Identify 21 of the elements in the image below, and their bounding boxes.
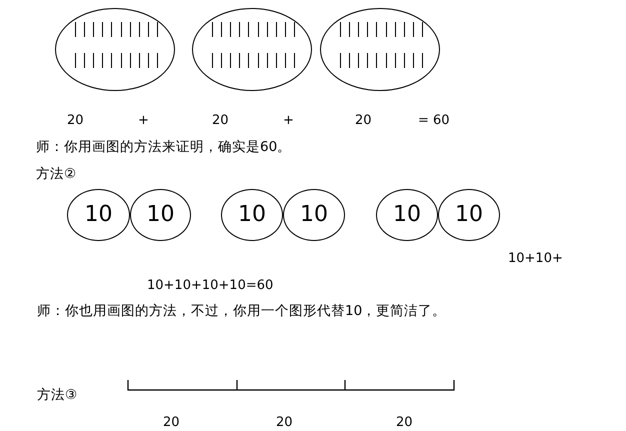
number-label: 20 (163, 416, 180, 428)
equation-text: 10+10+ (508, 252, 563, 264)
method-heading: 方法② (36, 168, 76, 182)
number-label: 20 (355, 114, 372, 126)
method-heading: 方法③ (37, 389, 78, 403)
teacher-remark: 师：你用画图的方法来证明，确实是60。 (36, 141, 292, 155)
number-label: 20 (276, 416, 293, 428)
number-label: 20 (67, 114, 84, 126)
number-text: 10 (300, 204, 328, 226)
number-label: 20 (396, 416, 413, 428)
equation-text: = 60 (418, 114, 450, 126)
number-label: 20 (212, 114, 229, 126)
number-text: 10 (238, 204, 266, 226)
equation-text: 10+10+10+10=60 (147, 278, 274, 292)
number-text: 10 (146, 204, 174, 226)
number-text: 10 (455, 204, 483, 226)
plus-sign: + (138, 114, 149, 126)
number-text: 10 (84, 204, 112, 226)
number-text: 10 (393, 204, 421, 226)
plus-sign: + (283, 114, 294, 126)
teacher-remark: 师：你也用画图的方法，不过，你用一个图形代替10，更简洁了。 (37, 305, 446, 319)
